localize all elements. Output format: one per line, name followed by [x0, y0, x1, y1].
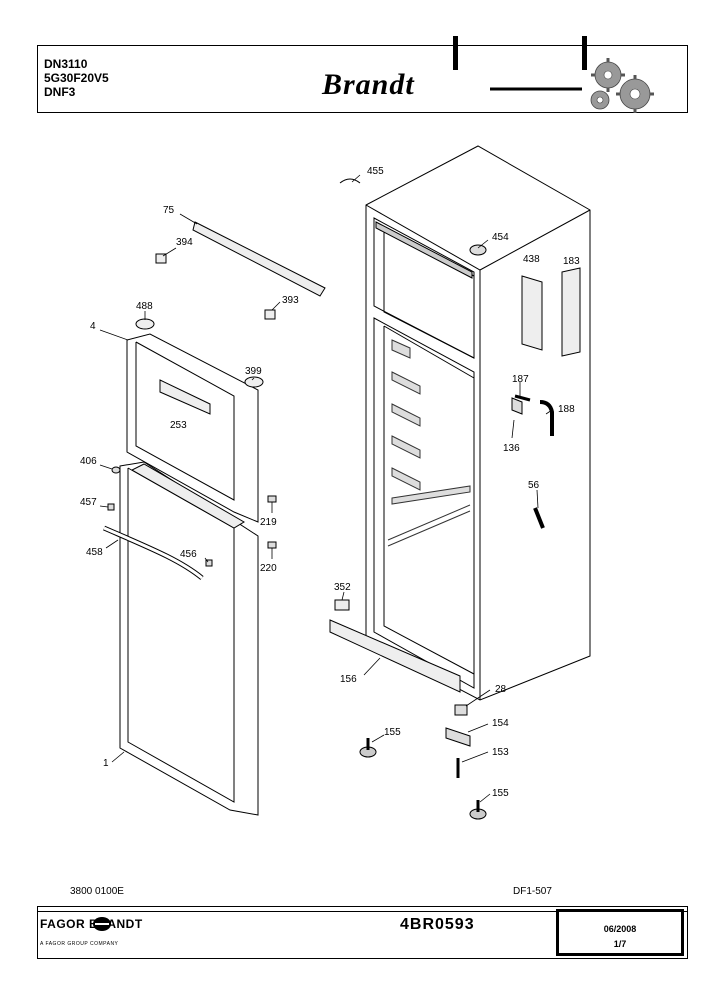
fagor-brandt-logo: FAGOR BRANDT — [40, 917, 143, 931]
callout-28: 28 — [495, 684, 507, 695]
callout-406: 406 — [80, 456, 97, 467]
callout-394: 394 — [176, 237, 193, 248]
callout-399: 399 — [245, 366, 262, 377]
gears-icon — [453, 36, 654, 113]
callout-187: 187 — [512, 374, 529, 385]
fridge-door — [119, 461, 259, 816]
callout-1: 1 — [103, 758, 109, 769]
callout-219: 219 — [260, 517, 277, 528]
callout-220: 220 — [260, 563, 277, 574]
callout-454: 454 — [492, 232, 509, 243]
footer-frame — [37, 906, 688, 959]
callout-labels: 455 75 394 454 438 183 393 488 4 399 253… — [80, 166, 580, 799]
callout-154: 154 — [492, 718, 509, 729]
callout-136: 136 — [503, 443, 520, 454]
callout-456: 456 — [180, 549, 197, 560]
document-reference: 4BR0593 — [400, 916, 475, 933]
door-shelves — [387, 339, 471, 547]
callout-438: 438 — [523, 254, 540, 265]
callout-156: 156 — [340, 674, 357, 685]
page-number: 1/7 — [613, 939, 627, 949]
callout-455: 455 — [367, 166, 384, 177]
fagor-brandt-emblem-icon — [93, 917, 111, 931]
callout-188: 188 — [558, 404, 575, 415]
callout-352: 352 — [334, 582, 351, 593]
cabinet — [365, 145, 591, 701]
footer-divider — [37, 911, 688, 912]
callout-155-bottom: 155 — [492, 788, 509, 799]
drawing-code-right: DF1-507 — [513, 886, 552, 897]
callout-155-top: 155 — [384, 727, 401, 738]
model-line-2: 5G30F20V5 — [44, 71, 109, 85]
callout-56: 56 — [528, 480, 540, 491]
model-line-3: DNF3 — [44, 85, 76, 99]
model-line-1: DN3110 — [44, 57, 88, 71]
drawing-code-left: 3800 0100E — [70, 886, 124, 897]
callout-75: 75 — [163, 205, 175, 216]
brandt-logo: Brandt — [322, 68, 415, 101]
callout-183: 183 — [563, 256, 580, 267]
date-page-box: 06/2008 1/7 — [556, 909, 684, 956]
document-date: 06/2008 — [603, 924, 637, 934]
header-frame — [37, 45, 688, 113]
callout-4: 4 — [90, 321, 96, 332]
callout-253: 253 — [170, 420, 187, 431]
callout-458: 458 — [86, 547, 103, 558]
callout-153: 153 — [492, 747, 509, 758]
company-tagline: A FAGOR GROUP COMPANY — [40, 941, 119, 947]
callout-457: 457 — [80, 497, 97, 508]
callout-393: 393 — [282, 295, 299, 306]
freezer-door — [126, 333, 259, 523]
callout-488: 488 — [136, 301, 153, 312]
